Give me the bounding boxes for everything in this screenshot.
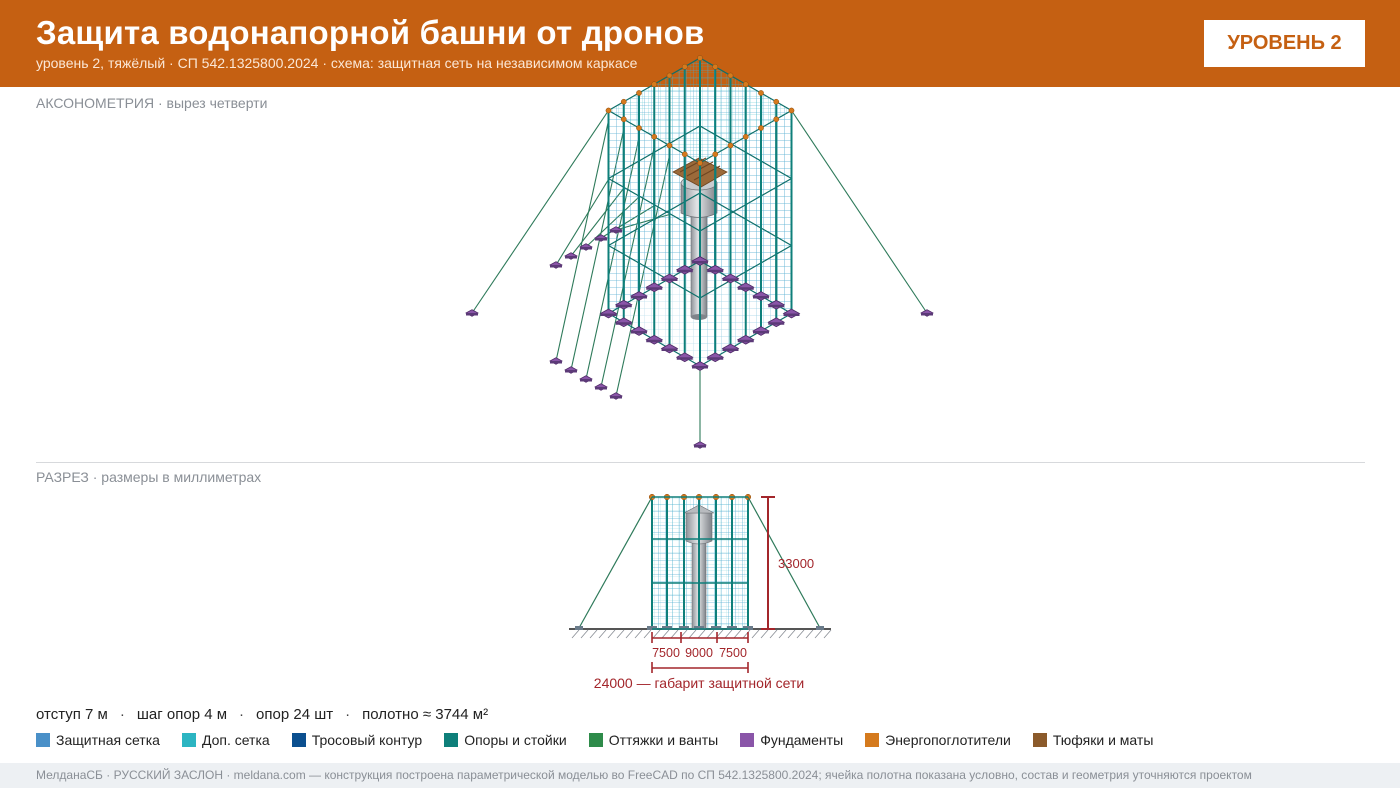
stat-area: полотно ≈ 3744 м²: [362, 706, 489, 723]
legend-item: Энергопоглотители: [865, 732, 1011, 748]
legend-swatch: [1032, 733, 1047, 747]
section-guy-wires: [575, 496, 824, 630]
legend-swatch: [444, 733, 459, 747]
stat-offset: отступ 7 м: [36, 706, 108, 723]
legend-item: Фундаменты: [740, 732, 843, 748]
legend-label: Энергопоглотители: [885, 732, 1011, 748]
legend-swatch: [36, 733, 50, 747]
legend-item: Тросовый контур: [291, 732, 423, 748]
legend-swatch: [865, 733, 880, 747]
footer-text: МелданаСБ · РУССКИЙ ЗАСЛОН · meldana.com…: [36, 768, 1252, 782]
page-subtitle: уровень 2, тяжёлый · СП 542.1325800.2024…: [36, 55, 638, 71]
stat-pitch: шаг опор 4 м: [136, 706, 228, 723]
dim-left-label: 7500: [652, 646, 680, 660]
legend-label: Тюфяки и маты: [1052, 732, 1154, 748]
level-badge: УРОВЕНЬ 2: [1204, 20, 1365, 67]
view-divider: [36, 462, 1365, 463]
axonometry-foundations: [465, 226, 934, 449]
legend-swatch: [740, 733, 755, 747]
stat-supports: опор 24 шт: [256, 706, 334, 723]
legend-item: Опоры и стойки: [444, 732, 567, 748]
legend-label: Оттяжки и ванты: [608, 732, 719, 748]
dim-right-label: 7500: [719, 646, 747, 660]
stats-row: отступ 7 м · шаг опор 4 м · опор 24 шт ·…: [36, 706, 489, 723]
legend-label: Доп. сетка: [201, 732, 270, 748]
legend-swatch: [588, 733, 603, 747]
width-dimensions: 7500 9000 7500 24000 — габарит защитной …: [594, 632, 804, 691]
legend: Защитная сетка Доп. сетка Тросовый контур О…: [36, 732, 1153, 748]
legend-label: Опоры и стойки: [464, 732, 567, 748]
axonometry-energy-absorbers: [605, 55, 795, 166]
height-dimension: 33000: [761, 496, 814, 630]
section-label: РАЗРЕЗ · размеры в миллиметрах: [36, 469, 262, 485]
legend-label: Тросовый контур: [311, 732, 423, 748]
legend-label: Фундаменты: [760, 732, 844, 748]
footer-bar: МелданаСБ · РУССКИЙ ЗАСЛОН · meldana.com…: [0, 763, 1400, 788]
legend-item: Тюфяки и маты: [1032, 732, 1154, 748]
overall-dim-label: 24000 — габарит защитной сети: [594, 675, 804, 691]
dim-mid-label: 9000: [685, 646, 713, 660]
legend-label: Защитная сетка: [56, 732, 160, 748]
legend-item: Оттяжки и ванты: [588, 732, 719, 748]
legend-swatch: [181, 733, 196, 747]
legend-swatch: [291, 733, 306, 747]
ground-line: [569, 628, 832, 639]
height-dim-label: 33000: [778, 556, 814, 571]
legend-item: Защитная сетка: [36, 732, 160, 748]
axonometry-label: АКСОНОМЕТРИЯ · вырез четверти: [36, 95, 268, 111]
page-title: Защита водонапорной башни от дронов: [36, 14, 705, 51]
legend-item: Доп. сетка: [181, 732, 270, 748]
section-frame: [647, 493, 753, 630]
